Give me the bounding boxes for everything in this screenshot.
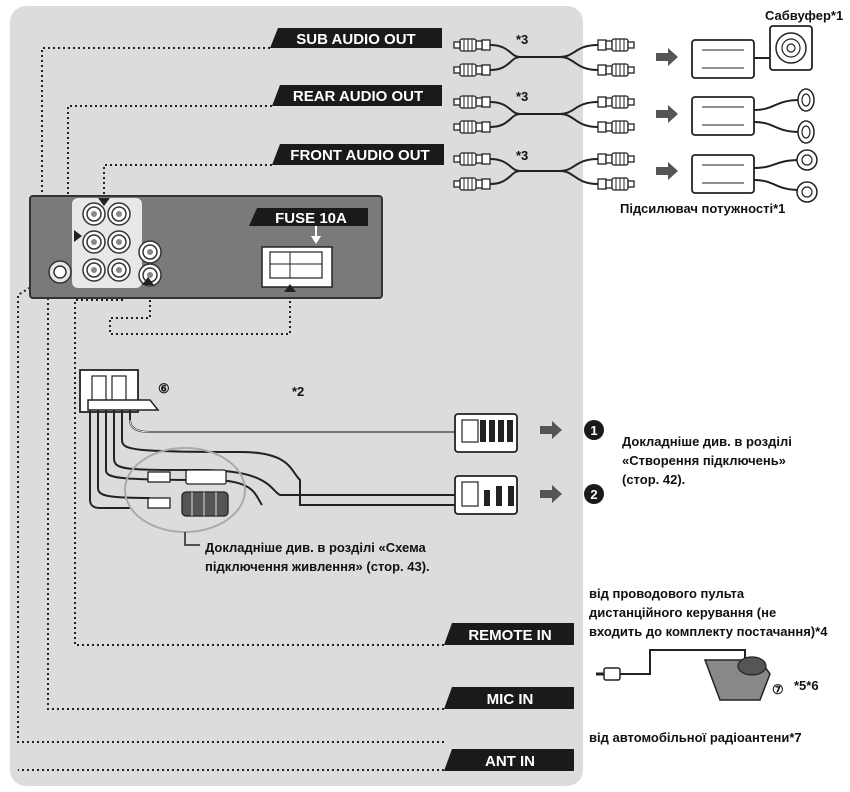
amplifier-rear bbox=[691, 88, 815, 144]
rca-rear bbox=[454, 95, 678, 134]
see-connections-line2: «Створення підключень» bbox=[622, 453, 786, 468]
tag-sub-audio-out: SUB AUDIO OUT bbox=[270, 28, 442, 48]
star2-label: *2 bbox=[292, 384, 304, 399]
rca-front bbox=[454, 152, 678, 191]
see-power-line1: Докладніше див. в розділі «Схема bbox=[205, 540, 427, 555]
marker-2: 2 bbox=[584, 484, 604, 504]
amplifier-sub bbox=[691, 25, 813, 79]
microphone bbox=[596, 649, 771, 701]
remote-desc-line1: від проводового пульта bbox=[589, 586, 745, 601]
antenna-desc: від автомобільної радіоантени*7 bbox=[589, 730, 802, 745]
front-audio-out-label: FRONT AUDIO OUT bbox=[290, 147, 429, 164]
harness-wire-highlight bbox=[129, 419, 455, 433]
connector-2 bbox=[454, 475, 562, 515]
connector-1 bbox=[454, 413, 562, 453]
remote-desc-line3: входить до комплекту постачання)*4 bbox=[589, 624, 828, 639]
see-connections-line1: Докладніше див. в розділі bbox=[622, 434, 792, 449]
remote-in-label: REMOTE IN bbox=[468, 627, 551, 644]
star56-label: *5*6 bbox=[794, 678, 819, 693]
circled6-label: ⑥ bbox=[158, 381, 170, 396]
star3-rear: *3 bbox=[516, 89, 528, 104]
tag-remote-in: REMOTE IN bbox=[444, 623, 574, 645]
power-connectors bbox=[124, 447, 246, 546]
head-unit: FUSE 10A bbox=[29, 195, 383, 299]
tag-rear-audio-out: REAR AUDIO OUT bbox=[272, 85, 442, 106]
rear-audio-out-label: REAR AUDIO OUT bbox=[293, 88, 423, 105]
sub-audio-out-label: SUB AUDIO OUT bbox=[296, 31, 415, 48]
amplifier-label: Підсилювач потужності*1 bbox=[620, 201, 785, 216]
ant-in-label: ANT IN bbox=[485, 753, 535, 770]
subwoofer-label: Сабвуфер*1 bbox=[765, 8, 843, 23]
see-power-line2: підключення живлення» (стор. 43). bbox=[205, 559, 430, 574]
circled7-label: ⑦ bbox=[772, 682, 784, 697]
svg-text:2: 2 bbox=[590, 487, 597, 502]
mic-in-label: MIC IN bbox=[487, 691, 534, 708]
fuse-label: FUSE 10A bbox=[275, 210, 347, 227]
remote-desc-line2: дистанційного керування (не bbox=[589, 605, 776, 620]
star3-sub: *3 bbox=[516, 32, 528, 47]
jack-arrows bbox=[74, 198, 296, 292]
svg-text:1: 1 bbox=[590, 423, 597, 438]
see-connections-line3: (стор. 42). bbox=[622, 472, 685, 487]
marker-1: 1 bbox=[584, 420, 604, 440]
tag-mic-in: MIC IN bbox=[444, 687, 574, 709]
tag-ant-in: ANT IN bbox=[444, 749, 574, 771]
tag-front-audio-out: FRONT AUDIO OUT bbox=[272, 144, 444, 165]
star3-front: *3 bbox=[516, 148, 528, 163]
harness-connector bbox=[79, 369, 160, 413]
amplifier-front bbox=[691, 149, 818, 203]
rca-sub bbox=[454, 38, 678, 77]
